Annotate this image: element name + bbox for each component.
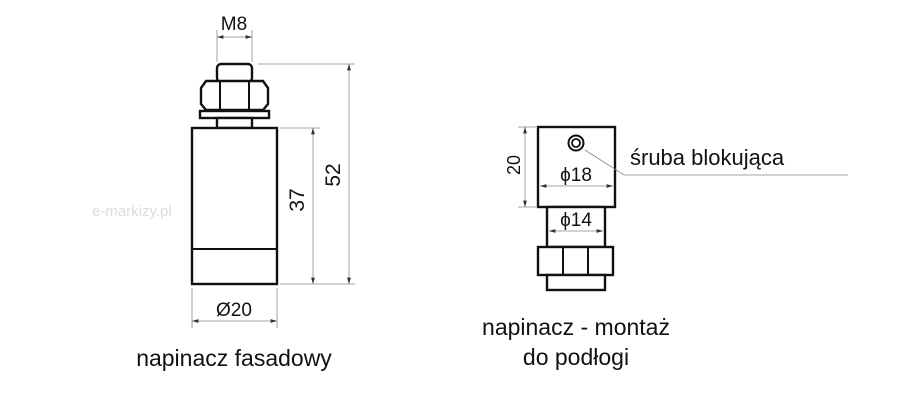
screw-leader-line	[584, 149, 848, 176]
floor-mount-caption-line2: do podłogi	[523, 344, 629, 370]
locking-screw-inner-icon	[571, 138, 581, 148]
stem	[545, 205, 607, 249]
floor-mount-caption-line1: napinacz - montaż	[482, 314, 670, 340]
facade-tensioner-drawing: M8 52 37 Ø20 napinacz fasadowy	[136, 14, 355, 371]
bolt-head	[215, 62, 254, 84]
cylinder-body	[190, 126, 279, 286]
block-height-label: 20	[504, 155, 524, 175]
floor-mount-tensioner-drawing: śruba blokująca 20 ϕ18 ϕ14 napinacz - mo…	[482, 125, 848, 370]
total-height-label: 52	[322, 163, 345, 186]
body-height-label: 37	[286, 188, 309, 211]
hex-nut	[199, 79, 270, 112]
thread-label: M8	[221, 14, 247, 35]
locking-screw-icon	[567, 134, 585, 152]
facade-tensioner-caption: napinacz fasadowy	[136, 345, 332, 371]
locking-screw-label: śruba blokująca	[630, 145, 785, 170]
block-diameter-label: ϕ18	[560, 165, 592, 186]
diameter-label: Ø20	[216, 300, 252, 321]
clamp-block	[536, 125, 617, 209]
base	[545, 273, 607, 292]
nut	[536, 245, 615, 277]
stud	[215, 116, 254, 130]
stem-diameter-label: ϕ14	[560, 210, 592, 231]
watermark: e-markizy.pl	[92, 203, 172, 220]
